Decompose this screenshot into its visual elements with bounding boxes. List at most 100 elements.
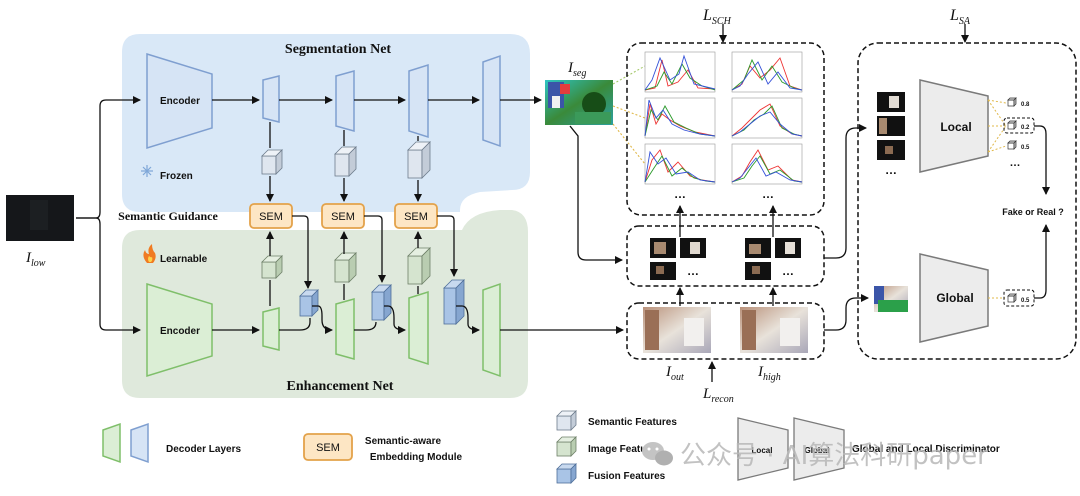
svg-text:SEM: SEM xyxy=(331,211,355,223)
i-seg-label: Iseg xyxy=(567,60,586,79)
semantic-feature-cubes xyxy=(261,141,431,179)
watermark-text: 公众号 · AI算法科研paper xyxy=(680,441,988,471)
histogram-grid xyxy=(644,51,803,185)
histogram-plot-4 xyxy=(731,97,803,139)
legend-green-decoder-shape xyxy=(102,422,121,464)
image-feature-cubes xyxy=(261,247,431,285)
legend-local-shape xyxy=(737,417,789,481)
enhanced-output-image xyxy=(643,307,711,353)
discriminator-box xyxy=(857,42,1077,360)
semantic-feature-cube-2 xyxy=(334,146,357,177)
output-to-global-arrow xyxy=(824,294,869,331)
semantic-guidance-arrows xyxy=(266,122,422,202)
legend-features: Semantic Features Image Features Fusion … xyxy=(556,410,677,484)
sem-module-3: SEM xyxy=(394,203,438,229)
semantic-color-histogram-box xyxy=(626,42,825,216)
masked-regions-left xyxy=(650,238,706,280)
ground-truth-image xyxy=(740,307,808,353)
legend-blue-decoder-shape xyxy=(130,422,149,464)
histogram-ellipsis-left: … xyxy=(674,187,686,201)
histogram-plot-2 xyxy=(731,51,803,93)
legend-sem: SEM Semantic-aware Embedding Module xyxy=(303,433,463,463)
histogram-ellipsis-right: … xyxy=(762,187,774,201)
legend-local-label: Local xyxy=(752,446,773,455)
legend-sem-desc-line2: Embedding Module xyxy=(370,452,463,463)
legend-fusion-features-label: Fusion Features xyxy=(588,471,666,482)
legend-semantic-features-label: Semantic Features xyxy=(588,417,677,428)
local-scores-ellipsis: … xyxy=(1010,157,1021,169)
global-score: 0.5 xyxy=(1021,298,1030,304)
masked-regions-right xyxy=(745,238,801,280)
selected-local-score-box xyxy=(1003,117,1035,134)
semantic-feature-cube-3 xyxy=(407,141,431,179)
enhancement-encoder xyxy=(146,282,213,378)
local-score-cube-1 xyxy=(1007,97,1017,107)
fusion-feature-cubes xyxy=(299,279,465,325)
legend-discriminator-label: Global and Local Discriminator xyxy=(852,444,1000,455)
global-to-decision-arrow xyxy=(1034,224,1050,299)
seg-decoder-layer-3 xyxy=(408,63,429,139)
i-out-label: Iout xyxy=(665,364,684,383)
seg-to-masked-arrow xyxy=(569,125,623,264)
local-connectors xyxy=(987,99,1007,153)
local-score-1: 0.8 xyxy=(1021,102,1030,108)
snowflake-icon xyxy=(141,165,153,177)
masked-to-histogram-arrows xyxy=(676,205,777,237)
l-sch-label: LSCH xyxy=(702,7,732,27)
global-score-box xyxy=(1003,289,1035,307)
learnable-label: Learnable xyxy=(160,254,208,265)
enh-decoder-layer-4 xyxy=(482,282,501,378)
sem-output-arrows xyxy=(292,215,458,289)
segmentation-encoder-label: Encoder xyxy=(160,96,200,107)
sem-module-1: SEM xyxy=(249,203,293,229)
global-input-image xyxy=(874,286,908,312)
local-patches xyxy=(877,92,905,160)
legend-global-label: Global xyxy=(805,446,830,455)
low-light-image-detail xyxy=(30,200,48,230)
global-score-cube xyxy=(1007,293,1017,303)
semantic-region-box xyxy=(626,225,825,287)
legend-decoder-layers: Decoder Layers xyxy=(102,422,241,464)
svg-text:SEM: SEM xyxy=(259,211,283,223)
local-score-cubes xyxy=(1007,97,1017,150)
local-score-2: 0.2 xyxy=(1021,125,1030,131)
image-feature-cube-3 xyxy=(407,247,431,285)
svg-text:SEM: SEM xyxy=(404,211,428,223)
seg-histogram-connectors xyxy=(612,65,646,165)
enhancement-flow-arrows xyxy=(212,305,624,334)
i-low-label: Ilow xyxy=(25,250,46,269)
segmentation-decoder-layers xyxy=(262,54,501,148)
legend-semantic-feature-cube xyxy=(556,410,577,431)
enhancement-net-title: Enhancement Net xyxy=(287,379,394,394)
output-gt-box xyxy=(626,302,825,360)
enh-decoder-layer-3 xyxy=(408,290,429,366)
input-arrow-down xyxy=(76,217,141,334)
watermark: 公众号 · AI算法科研paper xyxy=(642,441,988,471)
local-patches-ellipsis: … xyxy=(885,163,897,177)
enh-decoder-layer-1 xyxy=(262,307,280,351)
masked-ellipsis-right: … xyxy=(782,264,794,278)
fusion-feature-cube-2 xyxy=(371,284,392,321)
local-score-cube-3 xyxy=(1007,140,1017,150)
sem-module-2: SEM xyxy=(321,203,365,229)
seg-decoder-layer-1 xyxy=(262,75,280,123)
l-sa-label: LSA xyxy=(949,7,971,27)
enhancement-decoder-layers xyxy=(262,282,501,378)
fake-or-real-label: Fake or Real ? xyxy=(1002,207,1064,217)
local-score-3: 0.5 xyxy=(1021,145,1030,151)
masked-ellipsis-left: … xyxy=(687,264,699,278)
legend-sem-box-label: SEM xyxy=(316,442,340,454)
global-discriminator-label: Global xyxy=(936,291,973,305)
image-feature-arrows xyxy=(266,231,422,306)
segmentation-map-image xyxy=(545,80,613,125)
local-discriminator-label: Local xyxy=(940,120,971,134)
fire-icon xyxy=(143,244,156,263)
segmentation-encoder xyxy=(146,52,213,150)
fusion-feature-cube-3 xyxy=(443,279,465,325)
semantic-feature-cube-1 xyxy=(261,149,283,175)
legend-image-feature-cube xyxy=(556,436,577,457)
local-discriminator xyxy=(919,79,989,173)
local-score-cube-2 xyxy=(1007,120,1017,130)
legend-decoder-label: Decoder Layers xyxy=(166,444,241,455)
enhancement-encoder-label: Encoder xyxy=(160,326,200,337)
